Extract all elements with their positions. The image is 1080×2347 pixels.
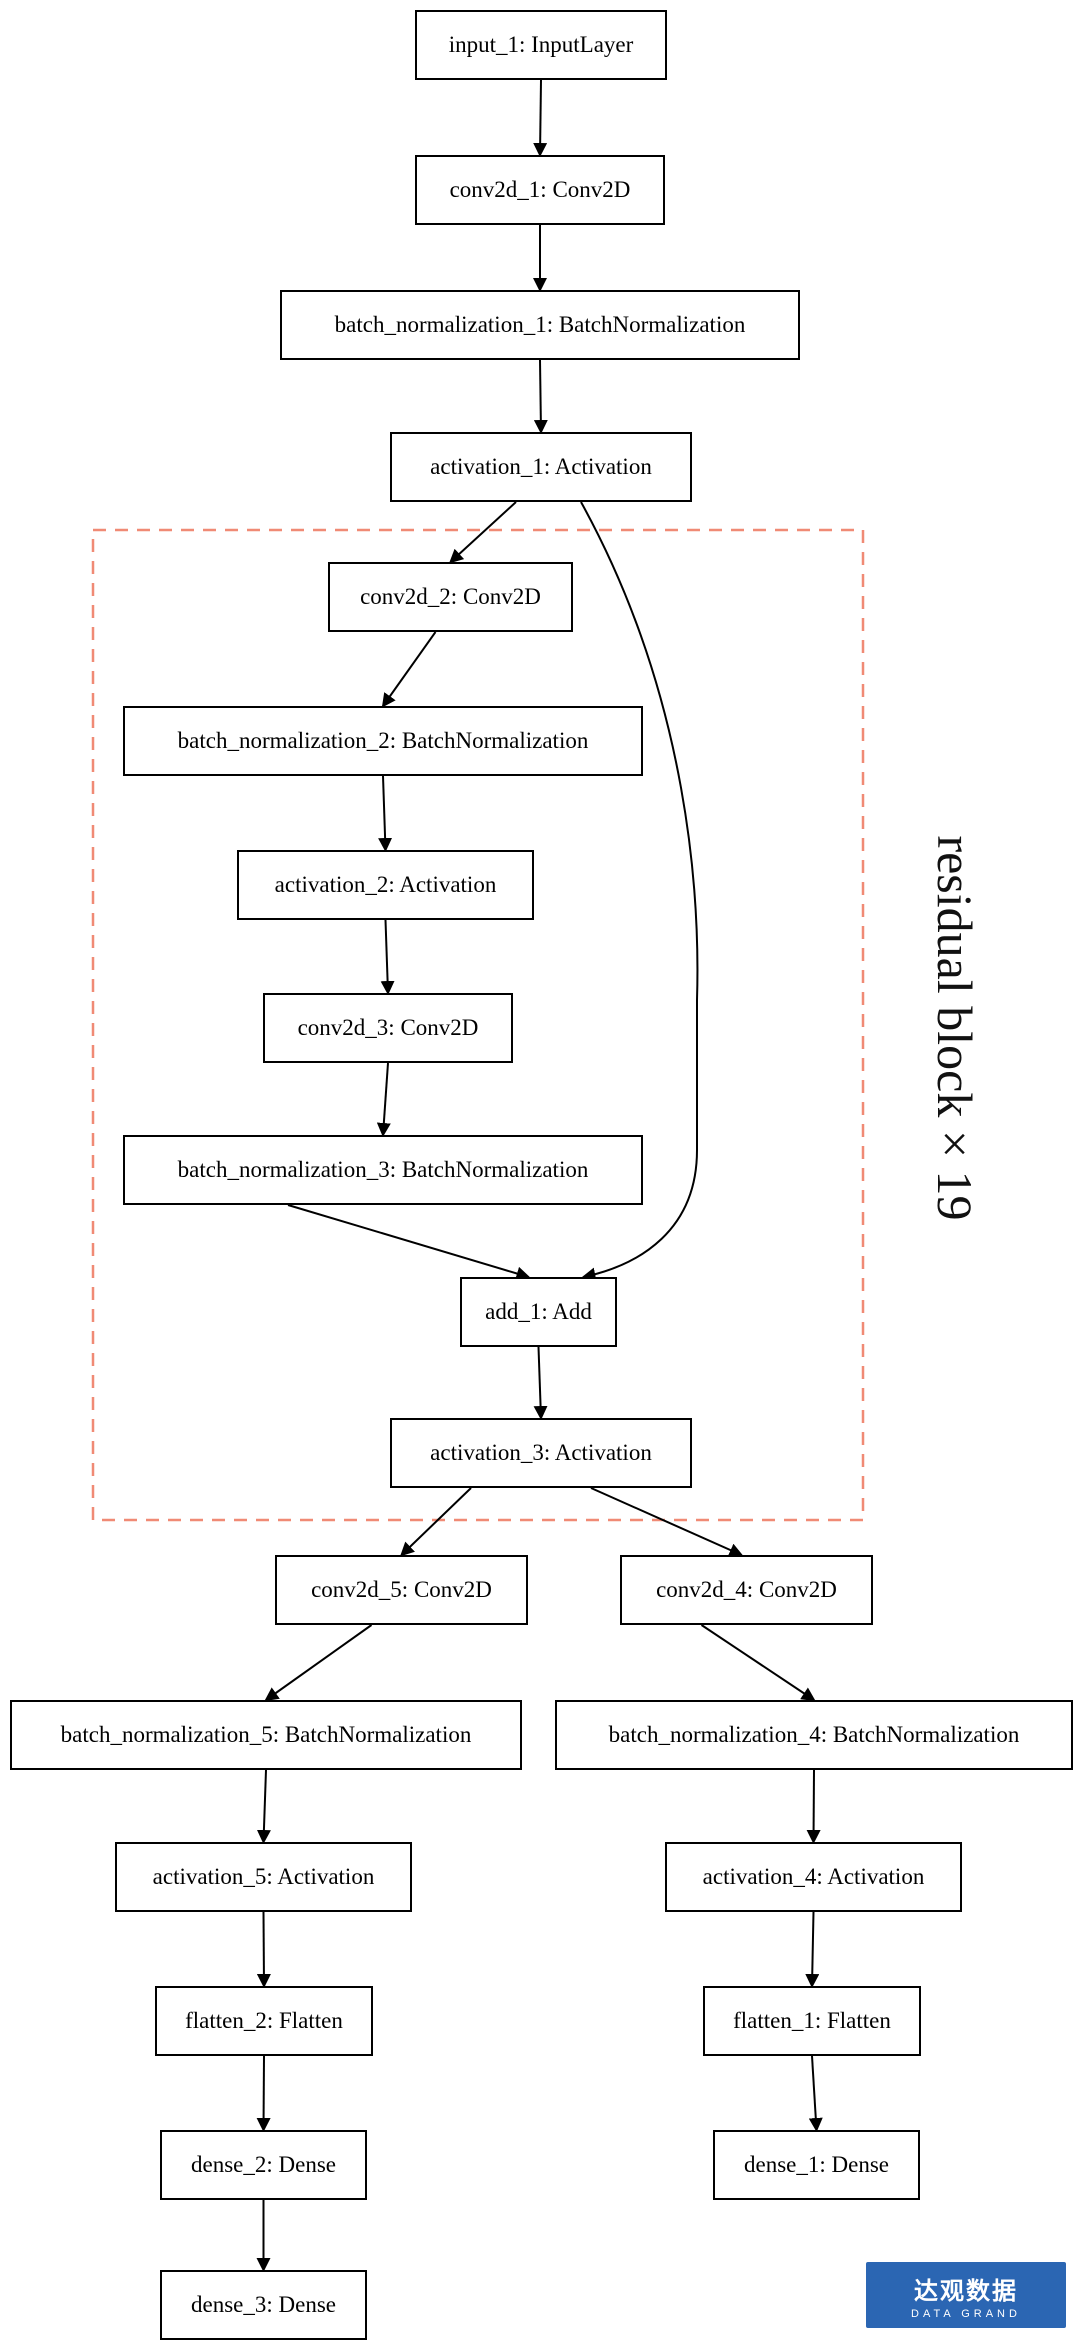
edge-n4-n10	[580, 501, 699, 1282]
node-conv2d-3: conv2d_3: Conv2D	[263, 993, 513, 1063]
edge-n19-n21	[808, 2055, 823, 2132]
node-activation-4: activation_4: Activation	[665, 1842, 962, 1912]
node-flatten-2: flatten_2: Flatten	[155, 1986, 373, 2056]
node-add-1: add_1: Add	[460, 1277, 617, 1347]
node-dense-2: dense_2: Dense	[160, 2130, 367, 2200]
edge-n1-n2	[533, 79, 548, 157]
node-activation-1: activation_1: Activation	[390, 432, 692, 502]
edge-n16-n18	[256, 1911, 271, 1988]
node-conv2d-2: conv2d_2: Conv2D	[328, 562, 573, 632]
node-dense-1: dense_1: Dense	[713, 2130, 920, 2200]
edge-n9-n10	[287, 1204, 531, 1281]
node-flatten-1: flatten_1: Flatten	[703, 1986, 921, 2056]
edge-n5-n6	[381, 631, 437, 708]
logo-text-cn: 达观数据	[914, 2276, 1018, 2305]
node-activation-5: activation_5: Activation	[115, 1842, 412, 1912]
node-input-1: input_1: InputLayer	[415, 10, 667, 80]
logo-text-en: DATA GRAND	[911, 2307, 1021, 2320]
edge-n7-n8	[380, 919, 395, 995]
edge-n6-n7	[378, 775, 393, 852]
node-conv2d-5: conv2d_5: Conv2D	[275, 1555, 528, 1625]
edge-n4-n5	[449, 501, 517, 564]
edge-n14-n16	[256, 1769, 271, 1844]
node-dense-3: dense_3: Dense	[160, 2270, 367, 2340]
edge-n15-n17	[806, 1769, 821, 1844]
node-batch-normalization-4: batch_normalization_4: BatchNormalizatio…	[555, 1700, 1073, 1770]
edge-n3-n4	[533, 359, 548, 434]
edge-n8-n9	[376, 1062, 391, 1137]
edge-n17-n19	[805, 1911, 820, 1988]
edge-n12-n14	[264, 1624, 373, 1702]
node-batch-normalization-2: batch_normalization_2: BatchNormalizatio…	[123, 706, 643, 776]
edge-n11-n13	[590, 1487, 744, 1557]
data-grand-logo: 达观数据 DATA GRAND	[866, 2262, 1066, 2328]
edge-n11-n12	[400, 1487, 472, 1557]
residual-block-label-text: residual block × 19	[927, 835, 983, 1221]
node-conv2d-1: conv2d_1: Conv2D	[415, 155, 665, 225]
edge-n10-n11	[533, 1346, 548, 1420]
residual-block-frame	[91, 528, 865, 1522]
node-batch-normalization-1: batch_normalization_1: BatchNormalizatio…	[280, 290, 800, 360]
node-activation-3: activation_3: Activation	[390, 1418, 692, 1488]
node-activation-2: activation_2: Activation	[237, 850, 534, 920]
node-batch-normalization-5: batch_normalization_5: BatchNormalizatio…	[10, 1700, 522, 1770]
node-conv2d-4: conv2d_4: Conv2D	[620, 1555, 873, 1625]
edge-n18-n20	[256, 2055, 271, 2132]
edge-n13-n15	[700, 1624, 816, 1702]
node-batch-normalization-3: batch_normalization_3: BatchNormalizatio…	[123, 1135, 643, 1205]
